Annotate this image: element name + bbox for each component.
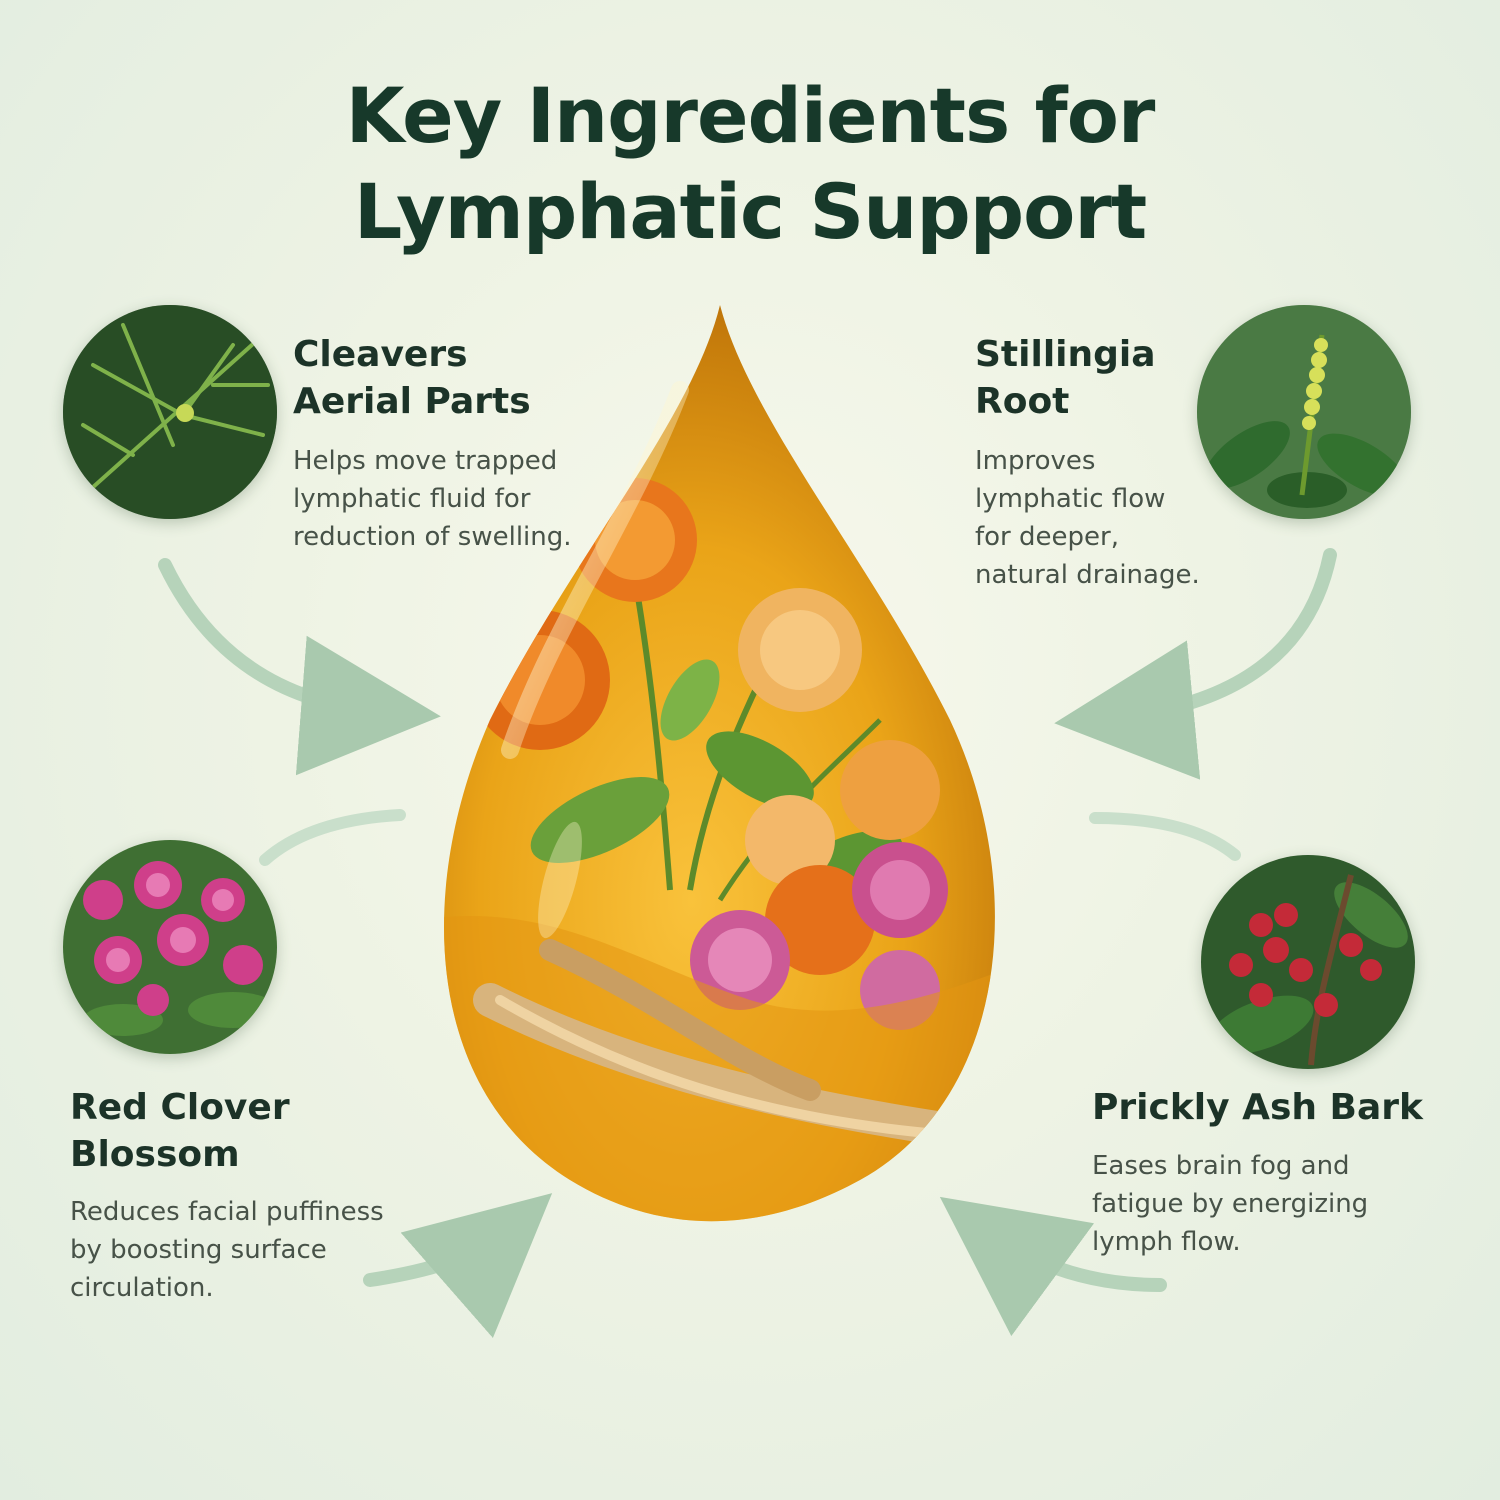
ingredient-desc-stillingia: Improves lymphatic flow for deeper, natu… <box>975 446 1200 590</box>
ingredient-name-cleavers: Cleavers Aerial Parts <box>293 334 531 422</box>
arrow-bottom-left <box>363 1193 553 1338</box>
ingredient-desc-cleavers: Helps move trapped lymphatic fluid for r… <box>293 446 572 552</box>
arrow-mid-left <box>259 809 406 866</box>
cleavers-image <box>63 305 277 519</box>
ingredient-name-red-clover: Red Clover Blossom <box>70 1087 290 1175</box>
arrow-mid-right <box>1089 812 1241 861</box>
oil-droplet-image <box>443 305 995 1222</box>
page-title: Key Ingredients for Lymphatic Support <box>0 68 1500 260</box>
prickly-ash-image <box>1201 855 1415 1069</box>
ingredient-name-stillingia: Stillingia Root <box>975 334 1156 422</box>
ingredient-name-prickly-ash: Prickly Ash Bark <box>1092 1087 1423 1128</box>
arrow-top-left <box>158 558 441 776</box>
stillingia-image <box>1197 305 1411 519</box>
ingredient-desc-red-clover: Reduces facial puffiness by boosting sur… <box>70 1197 384 1303</box>
title-line-2: Lymphatic Support <box>353 167 1147 256</box>
title-line-1: Key Ingredients for <box>345 71 1156 160</box>
ingredient-desc-prickly-ash: Eases brain fog and fatigue by energizin… <box>1092 1151 1369 1257</box>
red-clover-image <box>63 840 277 1054</box>
